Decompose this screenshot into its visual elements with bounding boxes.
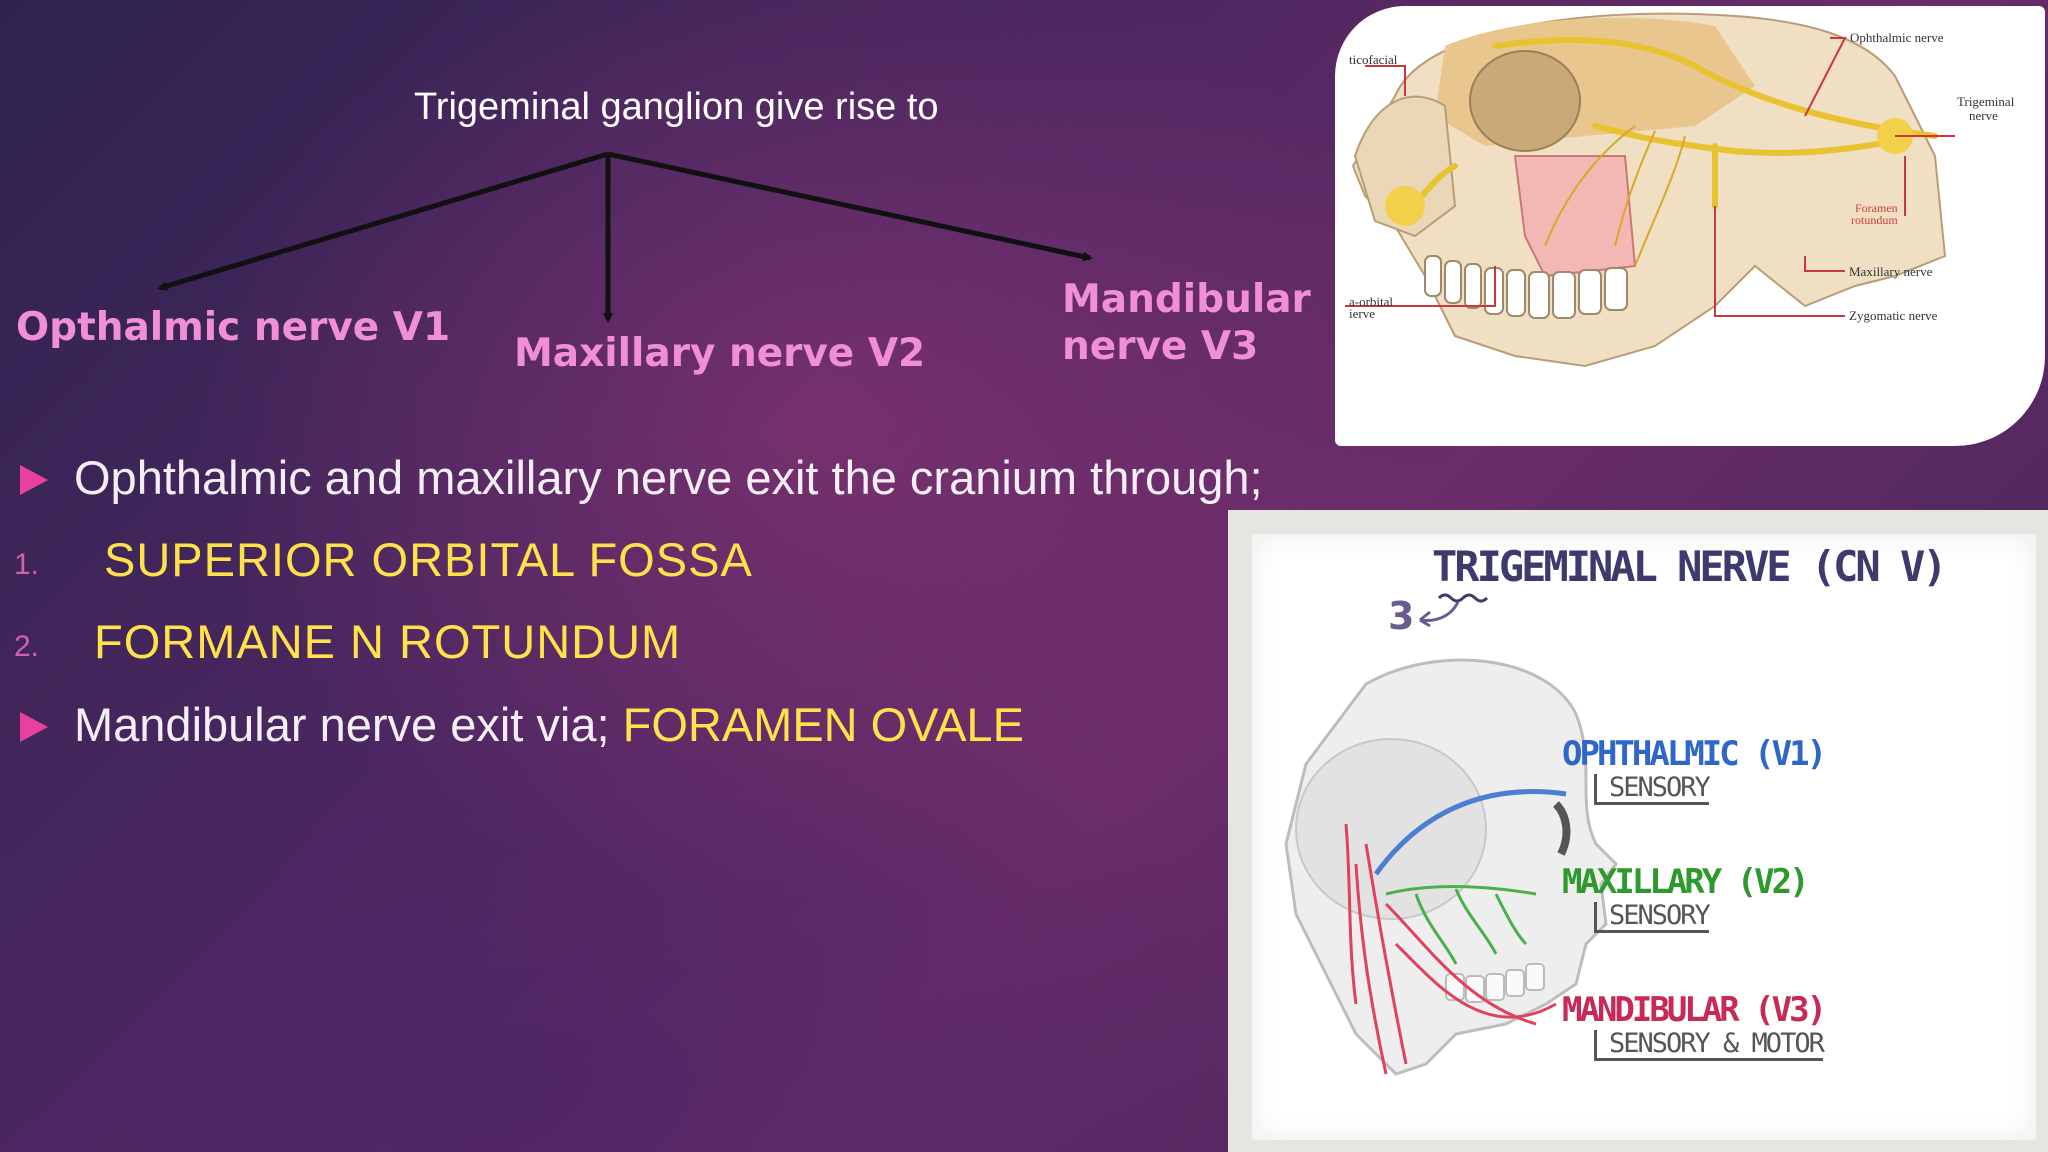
- list-number: 2.: [14, 630, 40, 663]
- wb-maxillary-name: MAXILLARY (V2): [1562, 862, 1810, 902]
- wb-mandibular-sub: SENSORY & MOTOR: [1594, 1030, 1825, 1061]
- label-zygomatic-nerve: Zygomatic nerve: [1849, 308, 1938, 323]
- bullet-marker: [20, 465, 48, 495]
- list-number: 1.: [14, 548, 40, 581]
- whiteboard-figure: TRIGEMINAL NERVE (CN V) 3: [1228, 510, 2048, 1152]
- slide-title: Trigeminal ganglion give rise to: [414, 86, 939, 128]
- arrow-to-v1: [157, 151, 609, 291]
- branch-arrows: [157, 151, 1093, 323]
- branch-v2-label: Maxillary nerve V2: [514, 331, 926, 376]
- label-zygomaticofacial: ticofacial: [1349, 52, 1398, 67]
- title-underline-squiggle: [1437, 593, 1489, 603]
- bullet-ophthalmic-maxillary: Ophthalmic and maxillary nerve exit the …: [74, 451, 1263, 504]
- bullet-marker: [20, 712, 48, 742]
- wb-maxillary-sub: SENSORY: [1594, 902, 1711, 933]
- whiteboard-surface: TRIGEMINAL NERVE (CN V) 3: [1252, 534, 2036, 1140]
- branch-v1-label: Opthalmic nerve V1: [16, 305, 451, 350]
- label-infraorbital-2: ierve: [1349, 306, 1375, 321]
- bullet-mandibular-prefix: Mandibular nerve exit via;: [74, 698, 623, 751]
- branch-v3-line2: nerve V3: [1062, 324, 1259, 369]
- list-item-rotundum: FORMANE N ROTUNDUM: [94, 615, 682, 668]
- branch-v3-line1: Mandibular: [1062, 277, 1311, 322]
- label-foramen-2: rotundum: [1851, 213, 1898, 227]
- skull-anatomy-figure: Ophthalmic nerve Trigeminal nerve Forame…: [1335, 6, 2045, 446]
- foramen-ovale-highlight: FORAMEN OVALE: [622, 698, 1024, 751]
- wb-mandibular-name: MANDIBULAR (V3): [1562, 990, 1827, 1030]
- head-nerve-sketch: [1284, 658, 1618, 1076]
- wb-ophthalmic-sub: SENSORY: [1594, 774, 1711, 805]
- label-foramen-1: Foramen: [1855, 201, 1898, 215]
- wb-branch-mandibular: MANDIBULAR (V3) SENSORY & MOTOR: [1562, 990, 1827, 1061]
- label-trigeminal-2: nerve: [1969, 108, 1998, 123]
- label-trigeminal-1: Trigeminal: [1957, 94, 2015, 109]
- branch-v3-label: Mandibular nerve V3: [1062, 276, 1311, 370]
- arrow-to-v3: [607, 151, 1093, 262]
- wb-branch-maxillary: MAXILLARY (V2) SENSORY: [1562, 862, 1810, 933]
- wb-branch-ophthalmic: OPHTHALMIC (V1) SENSORY: [1562, 734, 1827, 805]
- skull-illustration: Ophthalmic nerve Trigeminal nerve Forame…: [1345, 12, 2015, 368]
- label-infraorbital-1: a-orbital: [1349, 294, 1393, 309]
- wb-ophthalmic-name: OPHTHALMIC (V1): [1562, 734, 1827, 774]
- bullet-mandibular: Mandibular nerve exit via; FORAMEN OVALE: [74, 697, 1024, 752]
- label-maxillary-nerve: Maxillary nerve: [1849, 264, 1933, 279]
- list-item-superior-orbital: SUPERIOR ORBITAL FOSSA: [104, 533, 753, 586]
- curved-arrow-icon: [1419, 601, 1460, 628]
- whiteboard-mark: 3: [1388, 594, 1415, 638]
- whiteboard-title: TRIGEMINAL NERVE (CN V): [1432, 542, 1948, 591]
- label-ophthalmic-nerve: Ophthalmic nerve: [1850, 30, 1944, 45]
